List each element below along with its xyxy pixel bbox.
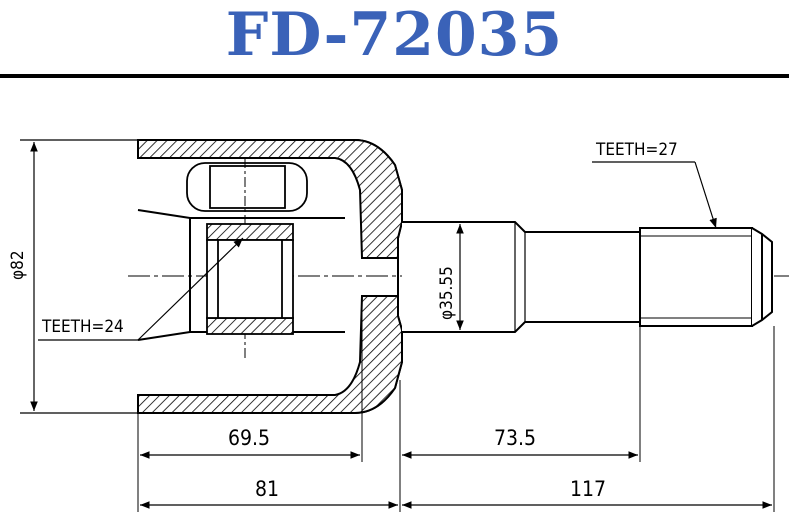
tripod-roller xyxy=(186,158,308,360)
extension-lines xyxy=(137,300,775,512)
dim-phi82 xyxy=(20,139,138,414)
dim-lines xyxy=(140,451,772,509)
dim-73-5: 73.5 xyxy=(494,426,536,450)
teeth24-label: TEETH=24 xyxy=(41,317,124,337)
spider-hub xyxy=(206,223,294,335)
housing xyxy=(137,139,403,414)
teeth27-leader xyxy=(592,161,717,229)
dim-117: 117 xyxy=(570,477,606,501)
dim-69-5: 69.5 xyxy=(228,426,270,450)
title-divider xyxy=(0,74,789,78)
part-number-title: FD-72035 xyxy=(225,0,564,70)
teeth27-label: TEETH=27 xyxy=(595,140,678,160)
dim-81: 81 xyxy=(255,477,279,501)
spline-end xyxy=(639,227,773,327)
teeth24-leader xyxy=(38,237,244,341)
phi82-label: φ82 xyxy=(8,250,28,280)
phi35-label: φ35.55 xyxy=(437,266,457,320)
